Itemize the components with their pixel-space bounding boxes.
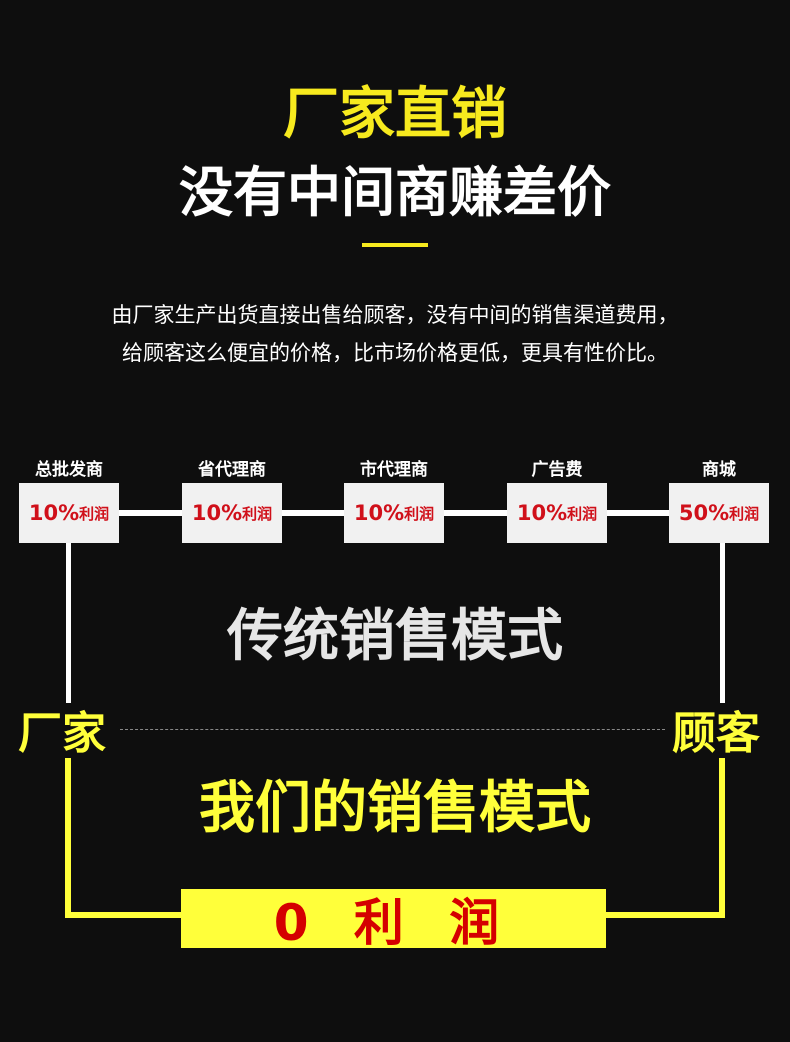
profit-suffix: 利润 <box>567 504 598 523</box>
description-line-1: 由厂家生产出货直接出售给顾客，没有中间的销售渠道费用， <box>111 303 679 327</box>
profit-box: 10%利润 <box>507 483 607 543</box>
profit-percent: 10% <box>191 501 243 525</box>
subheadline: 没有中间商赚差价 <box>179 161 611 224</box>
left-yellow-line <box>65 758 71 918</box>
chain-label: 广告费 <box>531 460 583 480</box>
profit-box: 10%利润 <box>182 483 282 543</box>
profit-suffix: 利润 <box>404 504 435 523</box>
right-yellow-line <box>719 758 725 918</box>
traditional-mode-title: 传统销售模式 <box>227 604 563 669</box>
dashed-divider <box>120 729 665 730</box>
right-white-line <box>720 543 725 703</box>
our-mode-title: 我们的销售模式 <box>199 776 591 841</box>
profit-box: 10%利润 <box>344 483 444 543</box>
profit-suffix: 利润 <box>729 504 760 523</box>
profit-suffix: 利润 <box>79 504 110 523</box>
chain-label: 商城 <box>702 460 736 480</box>
zero-profit-banner: 0 利 润 <box>181 889 606 952</box>
divider <box>362 243 428 247</box>
chain-label: 市代理商 <box>360 460 428 480</box>
profit-percent: 50% <box>678 501 730 525</box>
headline: 厂家直销 <box>283 82 507 147</box>
profit-percent: 10% <box>353 501 405 525</box>
customer-label: 顾客 <box>672 708 760 759</box>
left-white-line <box>66 543 71 703</box>
chain-label: 总批发商 <box>35 460 103 480</box>
manufacturer-label: 厂家 <box>18 708 106 759</box>
profit-percent: 10% <box>28 501 80 525</box>
profit-suffix: 利润 <box>242 504 273 523</box>
profit-percent: 10% <box>516 501 568 525</box>
profit-box: 50%利润 <box>669 483 769 543</box>
description-line-2: 给顾客这么便宜的价格，比市场价格更低，更具有性价比。 <box>122 341 668 365</box>
profit-box: 10%利润 <box>19 483 119 543</box>
chain-label: 省代理商 <box>198 460 266 480</box>
